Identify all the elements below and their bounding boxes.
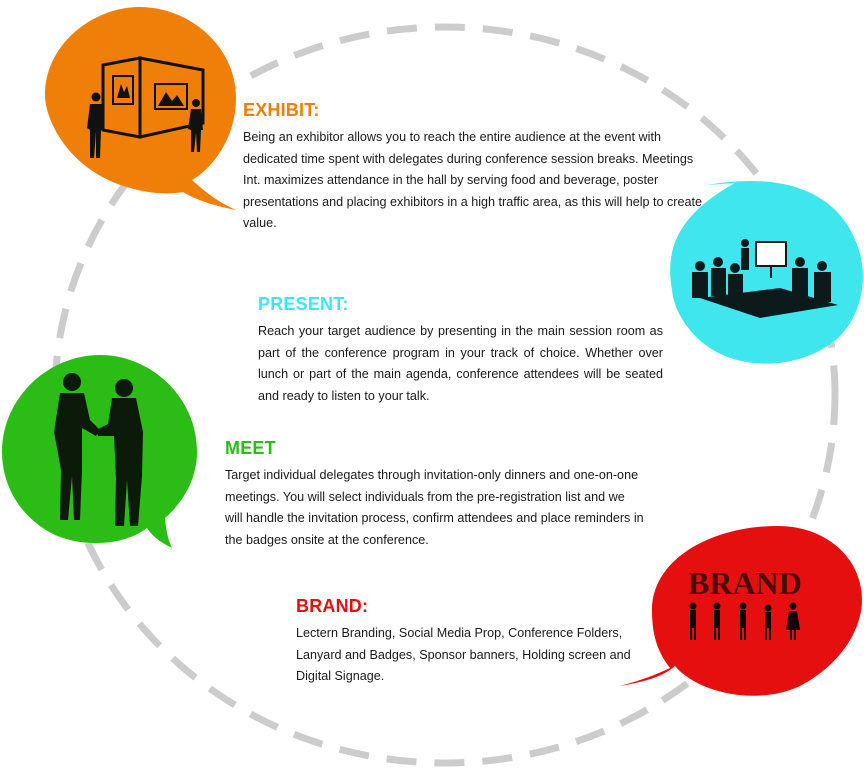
- exhibition-booth-silhouette-icon: [87, 56, 205, 158]
- brand-bubble: BRAND: [619, 526, 862, 696]
- exhibit-text: Being an exhibitor allows you to reach t…: [243, 130, 703, 231]
- handshake-silhouette-icon: [54, 373, 143, 526]
- present-bubble: [670, 180, 863, 364]
- meet-title: MEET: [225, 438, 276, 458]
- dashed-cycle-ring: [51, 23, 839, 767]
- present-text: Reach your target audience by presenting…: [258, 324, 663, 403]
- meet-section: MEET Target individual delegates through…: [225, 438, 645, 551]
- brand-text: Lectern Branding, Social Media Prop, Con…: [296, 626, 631, 684]
- present-section: PRESENT: Reach your target audience by p…: [258, 294, 663, 407]
- present-bubble-shape: [670, 180, 863, 364]
- exhibit-section: EXHIBIT: Being an exhibitor allows you t…: [243, 100, 703, 235]
- exhibit-bubble: [45, 7, 236, 210]
- present-title: PRESENT:: [258, 294, 349, 314]
- meet-bubble: [2, 355, 197, 548]
- meet-text: Target individual delegates through invi…: [225, 468, 644, 547]
- brand-section: BRAND: Lectern Branding, Social Media Pr…: [296, 596, 641, 688]
- brand-bubble-word: BRAND: [688, 565, 802, 601]
- conference-presentation-silhouette-icon: [692, 239, 838, 318]
- brand-title: BRAND:: [296, 596, 369, 616]
- people-holding-brand-letters-icon: [689, 602, 800, 640]
- exhibit-title: EXHIBIT:: [243, 100, 320, 120]
- meet-bubble-shape: [2, 355, 197, 548]
